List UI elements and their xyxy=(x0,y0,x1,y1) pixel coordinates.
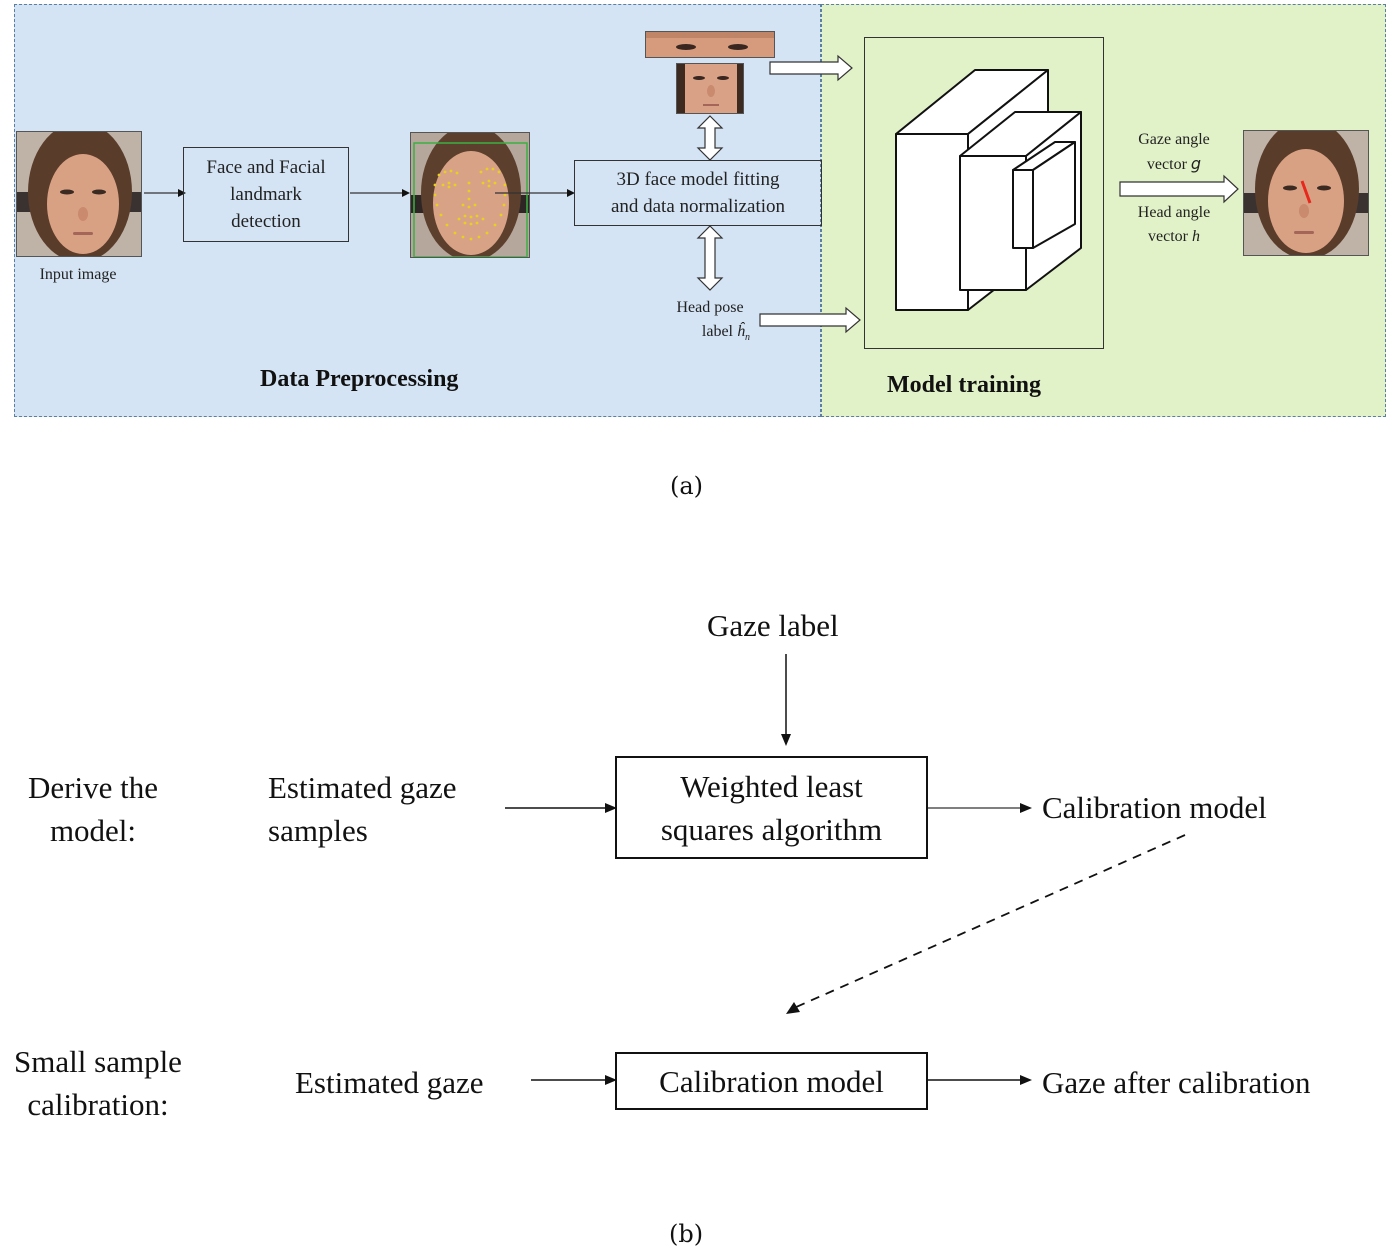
caption-b: (b) xyxy=(669,1220,704,1248)
calibration-model-output-label: Calibration model xyxy=(1042,790,1267,825)
samples-line-1: Estimated gaze xyxy=(268,770,457,805)
arrow-eyes-to-model xyxy=(769,54,853,82)
data-preprocessing-title: Data Preprocessing xyxy=(260,366,459,392)
samples-line-2: samples xyxy=(268,813,368,848)
gaze-symbol: g xyxy=(1190,154,1202,173)
cnn-layers-illustration xyxy=(895,69,1082,311)
cnn-model-box xyxy=(864,37,1104,349)
wls-line-2: squares algorithm xyxy=(660,811,883,847)
eye-region-image xyxy=(645,31,775,58)
double-arrow-fitting-to-head-pose xyxy=(696,225,724,291)
normalized-face-image xyxy=(676,63,744,114)
dashed-arrow-model-to-calibration xyxy=(786,834,1186,1014)
cnn-layer-1-front xyxy=(895,133,969,311)
output-face-illustration xyxy=(1244,131,1368,255)
head-angle-line-2-wrap: vector h xyxy=(1118,225,1230,249)
landmark-points xyxy=(433,167,507,241)
weighted-least-squares-box: Weighted least squares algorithm xyxy=(615,756,928,859)
normalized-face-illustration xyxy=(677,64,743,113)
gaze-angle-line-1: Gaze angle xyxy=(1138,131,1210,148)
derive-line-1: Derive the xyxy=(28,770,158,805)
arrow-input-to-detection xyxy=(144,189,186,197)
caption-a: (a) xyxy=(670,472,704,500)
fitting-line-1: 3D face model fitting xyxy=(616,169,780,190)
small-sample-line-2: calibration: xyxy=(27,1087,169,1122)
arrow-estimated-to-calibration xyxy=(531,1075,617,1085)
calibration-model-box-label: Calibration model xyxy=(659,1063,884,1099)
arrow-samples-to-wls xyxy=(505,803,617,813)
face-model-fitting-box: 3D face model fitting and data normaliza… xyxy=(574,160,822,226)
output-face-image xyxy=(1243,130,1369,256)
head-pose-line-1: Head pose xyxy=(676,299,744,316)
gaze-label-text: Gaze label xyxy=(707,608,839,643)
input-face-image xyxy=(16,131,142,257)
gaze-angle-label: Gaze angle vector g xyxy=(1118,128,1230,177)
arrow-calibration-to-output xyxy=(928,1075,1032,1085)
calibration-model-box: Calibration model xyxy=(615,1052,928,1110)
head-symbol: h xyxy=(1191,228,1200,245)
gaze-angle-line-2: vector xyxy=(1146,156,1187,173)
detection-line-3: detection xyxy=(231,211,301,232)
cnn-layer-3-front xyxy=(1012,169,1034,249)
face-illustration xyxy=(17,132,141,256)
head-pose-line-2-wrap: label ĥn xyxy=(660,320,760,350)
arrow-detection-to-landmarks xyxy=(350,189,410,197)
estimated-gaze-samples-label: Estimated gaze samples xyxy=(268,766,457,852)
eyes-illustration xyxy=(646,32,774,57)
face-landmark-detection-box: Face and Facial landmark detection xyxy=(183,147,349,242)
derive-model-stage-label: Derive the model: xyxy=(14,766,172,852)
head-angle-line-1: Head angle xyxy=(1137,204,1211,221)
fitting-line-2: and data normalization xyxy=(610,196,786,217)
gaze-after-calibration-label: Gaze after calibration xyxy=(1042,1065,1311,1100)
wls-line-1: Weighted least xyxy=(680,768,863,804)
gaze-angle-line-2-wrap: vector g xyxy=(1118,152,1230,177)
derive-line-2: model: xyxy=(49,813,137,848)
arrow-head-pose-to-model xyxy=(759,306,861,334)
head-pose-subscript: n xyxy=(745,332,750,344)
detection-line-1: Face and Facial xyxy=(206,157,326,178)
gaze-ray xyxy=(1300,180,1312,204)
landmark-face-image xyxy=(410,132,530,258)
head-angle-line-2: vector xyxy=(1148,228,1188,245)
arrow-wls-to-calibration-model xyxy=(928,803,1032,813)
arrow-model-to-output xyxy=(1119,174,1239,204)
small-sample-line-1: Small sample xyxy=(14,1044,182,1079)
head-pose-label: Head pose label ĥn xyxy=(660,296,760,350)
head-pose-line-2: label xyxy=(701,323,733,340)
estimated-gaze-label: Estimated gaze xyxy=(295,1065,484,1100)
landmark-illustration xyxy=(411,133,529,257)
input-image-label: Input image xyxy=(39,266,117,283)
arrow-landmarks-to-fitting xyxy=(495,189,575,197)
small-sample-stage-label: Small sample calibration: xyxy=(0,1040,196,1126)
detection-line-2: landmark xyxy=(230,184,302,205)
arrow-gaze-label-to-wls xyxy=(781,654,791,746)
double-arrow-fitting-to-face xyxy=(696,115,724,161)
model-training-title: Model training xyxy=(887,372,1041,398)
head-pose-symbol: ĥ xyxy=(737,323,745,340)
head-angle-label: Head angle vector h xyxy=(1118,201,1230,249)
